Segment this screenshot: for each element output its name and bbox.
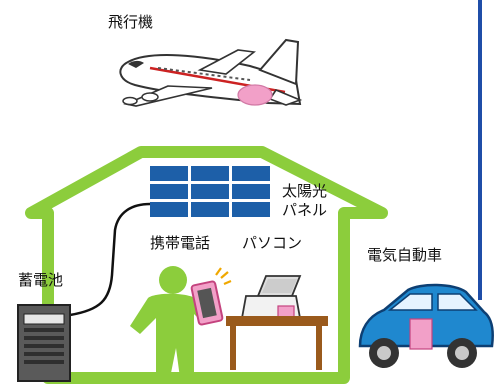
laptop-icon bbox=[240, 275, 302, 319]
mobile-phone-icon bbox=[190, 267, 232, 326]
airplane-label: 飛行機 bbox=[108, 13, 154, 31]
power-cable bbox=[69, 202, 151, 317]
divider-line bbox=[478, 0, 482, 300]
solar-panel-label-line2: パネル bbox=[282, 201, 328, 219]
computer-label: パソコン bbox=[242, 234, 303, 252]
person-icon bbox=[130, 266, 210, 378]
solar-panel-label-line1: 太陽光 bbox=[282, 182, 328, 200]
electric-car-label: 電気自動車 bbox=[367, 246, 443, 264]
storage-battery-icon bbox=[17, 304, 71, 382]
electric-car-icon bbox=[358, 283, 494, 368]
storage-battery-label: 蓄電池 bbox=[18, 271, 64, 289]
house-outline bbox=[25, 146, 388, 384]
mobile-phone-label: 携帯電話 bbox=[150, 234, 211, 252]
table-icon bbox=[226, 316, 328, 370]
airplane-icon bbox=[119, 38, 303, 107]
solar-panel-icon bbox=[148, 164, 272, 220]
